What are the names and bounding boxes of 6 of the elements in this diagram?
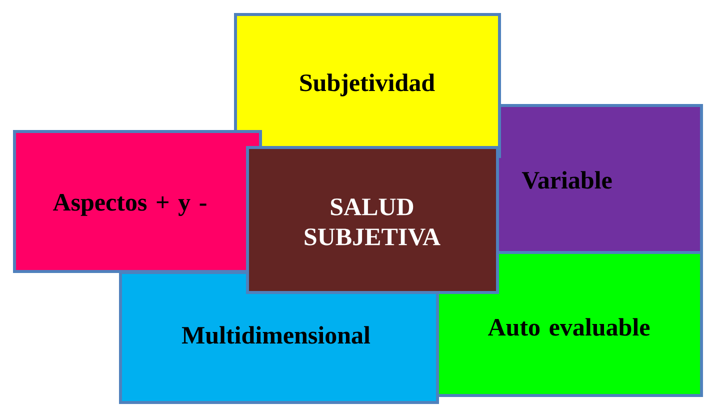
box-label: SALUD SUBJETIVA xyxy=(304,198,440,246)
box-label: Aspectos + y - xyxy=(53,194,206,216)
box-label: Subjetividad xyxy=(300,74,435,96)
box-label: Auto evaluable xyxy=(488,318,650,336)
box-label: Multidimensional xyxy=(182,326,370,344)
box-label: Variable xyxy=(522,171,612,189)
